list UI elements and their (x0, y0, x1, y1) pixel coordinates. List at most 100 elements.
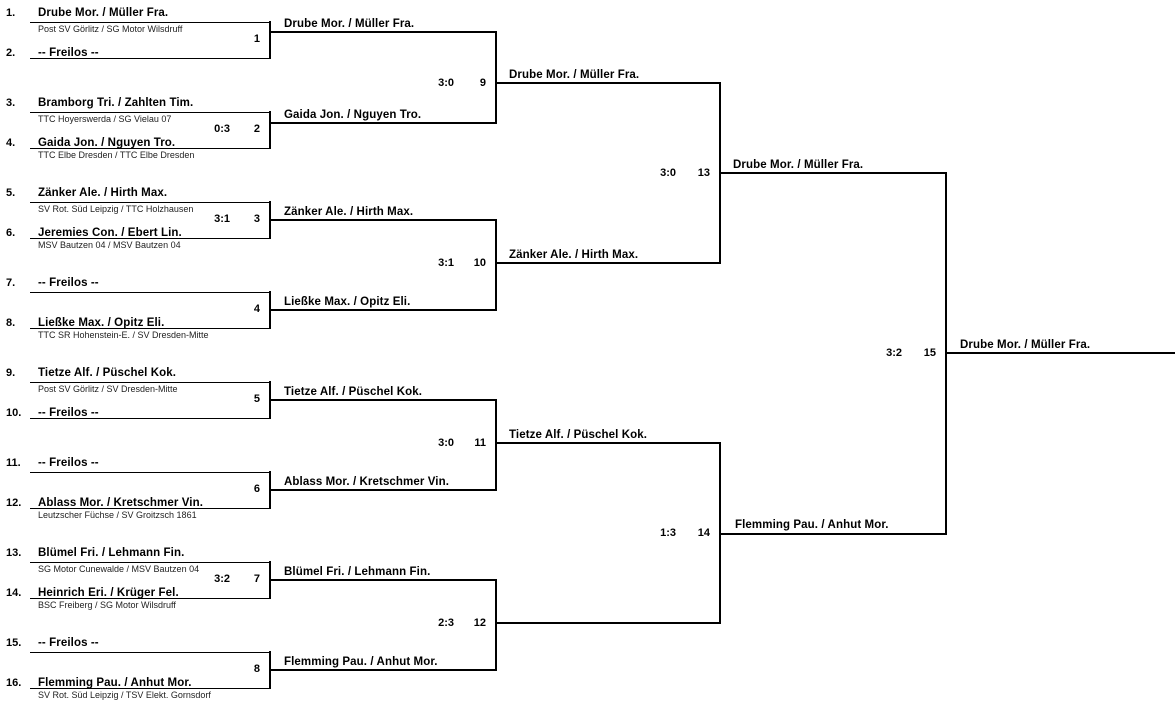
match-number: 2 (253, 123, 260, 135)
seed-number: 10. (6, 407, 22, 419)
entry-club: SV Rot. Süd Leipzig / TSV Elekt. Gornsdo… (38, 690, 211, 700)
match-number: 10 (473, 257, 486, 269)
bracket-line-bottom (269, 309, 497, 311)
entry-player-name[interactable]: -- Freilos -- (38, 47, 99, 59)
match-number: 12 (473, 617, 486, 629)
round3-top-player[interactable]: Tietze Alf. / Püschel Kok. (509, 429, 648, 441)
round3-bottom-player[interactable]: Zänker Ale. / Hirth Max. (509, 249, 639, 261)
match-number: 5 (253, 393, 260, 405)
entry-player-name[interactable]: Bramborg Tri. / Zahlten Tim. (38, 97, 194, 109)
match-bracket-edge (495, 31, 497, 124)
champion-line (945, 352, 1175, 354)
match-score: 3:1 (438, 257, 454, 269)
round2-top-player[interactable]: Tietze Alf. / Püschel Kok. (284, 386, 423, 398)
match-number: 6 (253, 483, 260, 495)
entry-player-name[interactable]: -- Freilos -- (38, 457, 99, 469)
entry-player-name[interactable]: Blümel Fri. / Lehmann Fin. (38, 547, 185, 559)
entry-player-name[interactable]: -- Freilos -- (38, 277, 99, 289)
entry-underline (30, 238, 270, 239)
entry-player-name[interactable]: Jeremies Con. / Ebert Lin. (38, 227, 182, 239)
entry-underline (30, 688, 270, 689)
entry-club: SV Rot. Süd Leipzig / TTC Holzhausen (38, 204, 194, 214)
match-number: 13 (697, 167, 710, 179)
match-score: 3:1 (214, 213, 230, 225)
entry-underline (30, 382, 270, 383)
match-score: 3:0 (660, 167, 676, 179)
seed-number: 6. (6, 227, 16, 239)
entry-club: BSC Freiberg / SG Motor Wilsdruff (38, 600, 176, 610)
entry-underline (30, 58, 270, 59)
entry-player-name[interactable]: -- Freilos -- (38, 407, 99, 419)
entry-player-name[interactable]: Zänker Ale. / Hirth Max. (38, 187, 168, 199)
entry-player-name[interactable]: Ablass Mor. / Kretschmer Vin. (38, 497, 204, 509)
bracket-line-bottom (269, 122, 497, 124)
seed-number: 11. (6, 457, 21, 469)
entry-club: TTC SR Hohenstein-E. / SV Dresden-Mitte (38, 330, 209, 340)
entry-underline (30, 562, 270, 563)
entry-player-name[interactable]: Drube Mor. / Müller Fra. (38, 7, 169, 19)
entry-underline (30, 508, 270, 509)
round2-bottom-player[interactable]: Ablass Mor. / Kretschmer Vin. (284, 476, 450, 488)
bracket-line-top (269, 31, 497, 33)
match-number: 3 (253, 213, 260, 225)
round2-top-player[interactable]: Blümel Fri. / Lehmann Fin. (284, 566, 431, 578)
seed-number: 9. (6, 367, 16, 379)
match-score: 3:0 (438, 437, 454, 449)
bracket-line-bottom (495, 262, 721, 264)
entry-player-name[interactable]: Flemming Pau. / Anhut Mor. (38, 677, 192, 689)
seed-number: 3. (6, 97, 16, 109)
seed-number: 8. (6, 317, 16, 329)
entry-player-name[interactable]: Ließke Max. / Opitz Eli. (38, 317, 165, 329)
seed-number: 15. (6, 637, 22, 649)
round2-top-player[interactable]: Drube Mor. / Müller Fra. (284, 18, 415, 30)
match-number: 7 (253, 573, 260, 585)
entry-underline (30, 148, 270, 149)
entry-club: TTC Elbe Dresden / TTC Elbe Dresden (38, 150, 195, 160)
match-bracket-edge (269, 21, 271, 59)
match-score: 3:2 (214, 573, 230, 585)
round2-bottom-player[interactable]: Ließke Max. / Opitz Eli. (284, 296, 411, 308)
entry-player-name[interactable]: Heinrich Eri. / Krüger Fel. (38, 587, 179, 599)
match-number: 9 (479, 77, 486, 89)
bracket-line-bottom (269, 489, 497, 491)
entry-underline (30, 328, 270, 329)
round2-top-player[interactable]: Zänker Ale. / Hirth Max. (284, 206, 414, 218)
entry-club: SG Motor Cunewalde / MSV Bautzen 04 (38, 564, 200, 574)
round2-bottom-player[interactable]: Flemming Pau. / Anhut Mor. (284, 656, 438, 668)
final-top-player[interactable]: Drube Mor. / Müller Fra. (733, 159, 864, 171)
match-bracket-edge (495, 219, 497, 311)
bracket-line-top (269, 399, 497, 401)
seed-number: 1. (6, 7, 16, 19)
match-number: 11 (474, 437, 486, 449)
entry-underline (30, 22, 270, 23)
match-number: 1 (253, 33, 260, 45)
entry-underline (30, 418, 270, 419)
entry-player-name[interactable]: Gaida Jon. / Nguyen Tro. (38, 137, 176, 149)
seed-number: 4. (6, 137, 16, 149)
bracket-line-top (719, 172, 947, 174)
seed-number: 12. (6, 497, 22, 509)
round2-bottom-player[interactable]: Gaida Jon. / Nguyen Tro. (284, 109, 422, 121)
entry-club: TTC Hoyerswerda / SG Vielau 07 (38, 114, 172, 124)
seed-number: 7. (6, 277, 16, 289)
entry-underline (30, 202, 270, 203)
entry-player-name[interactable]: Tietze Alf. / Püschel Kok. (38, 367, 177, 379)
match-score: 3:0 (438, 77, 454, 89)
entry-player-name[interactable]: -- Freilos -- (38, 637, 99, 649)
round3-top-player[interactable]: Drube Mor. / Müller Fra. (509, 69, 640, 81)
entry-club: Leutzscher Füchse / SV Groitzsch 1861 (38, 510, 197, 520)
seed-number: 2. (6, 47, 16, 59)
bracket-line-bottom (495, 622, 721, 624)
bracket-line-bottom (719, 533, 947, 535)
match-bracket-edge (269, 111, 271, 149)
entry-underline (30, 292, 270, 293)
champion-name[interactable]: Drube Mor. / Müller Fra. (960, 339, 1091, 351)
match-number: 4 (253, 303, 260, 315)
match-score: 3:2 (886, 347, 902, 359)
entry-underline (30, 472, 270, 473)
entry-underline (30, 598, 270, 599)
bracket-line-bottom (269, 669, 497, 671)
match-number: 14 (697, 527, 710, 539)
round3-bottom-player[interactable]: Flemming Pau. / Anhut Mor. (735, 519, 889, 531)
entry-club: Post SV Görlitz / SG Motor Wilsdruff (38, 24, 183, 34)
